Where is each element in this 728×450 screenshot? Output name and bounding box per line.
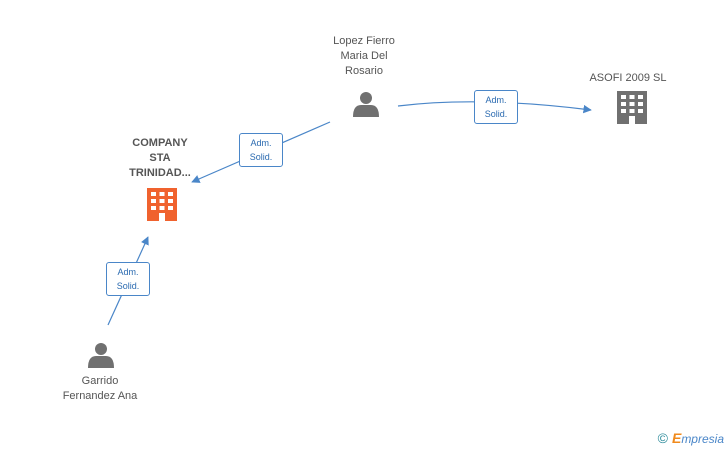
node-label-line: TRINIDAD...: [129, 167, 191, 179]
edge-badge-line: Adm.: [117, 267, 139, 277]
node-label-line: COMPANY: [132, 137, 188, 149]
node-label-company[interactable]: COMPANY STA TRINIDAD...: [110, 136, 210, 181]
node-label-line: Lopez Fierro: [333, 35, 395, 47]
brand-footer: ©Empresia: [658, 430, 724, 446]
edge-badge-line: Solid.: [116, 281, 140, 291]
person-icon[interactable]: [353, 92, 379, 117]
node-label-line: Maria Del: [340, 50, 388, 62]
node-label-line: Garrido: [81, 375, 119, 387]
node-label-line: STA: [149, 152, 171, 164]
person-icon[interactable]: [88, 343, 114, 368]
node-label-lopez[interactable]: Lopez Fierro Maria Del Rosario: [312, 34, 416, 79]
edge-badge-lopez-company[interactable]: Adm. Solid.: [239, 133, 283, 167]
edge-badge-line: Solid.: [484, 109, 508, 119]
copyright-icon: ©: [657, 430, 668, 446]
node-label-asofi[interactable]: ASOFI 2009 SL: [578, 71, 678, 86]
building-icon[interactable]: [147, 188, 177, 221]
edge-badge-line: Adm.: [485, 95, 507, 105]
node-label-line: ASOFI 2009 SL: [589, 72, 667, 84]
edge-badge-line: Adm.: [250, 138, 272, 148]
brand-logo-text: mpresia: [681, 432, 724, 446]
building-icon[interactable]: [617, 91, 647, 124]
node-label-line: Rosario: [345, 65, 383, 77]
node-label-line: Fernandez Ana: [62, 390, 138, 402]
node-label-garrido[interactable]: Garrido Fernandez Ana: [48, 374, 152, 404]
edge-badge-line: Solid.: [249, 152, 273, 162]
edge-badge-lopez-asofi[interactable]: Adm. Solid.: [474, 90, 518, 124]
brand-logo-initial: E: [671, 430, 682, 446]
edge-badge-garrido-company[interactable]: Adm. Solid.: [106, 262, 150, 296]
